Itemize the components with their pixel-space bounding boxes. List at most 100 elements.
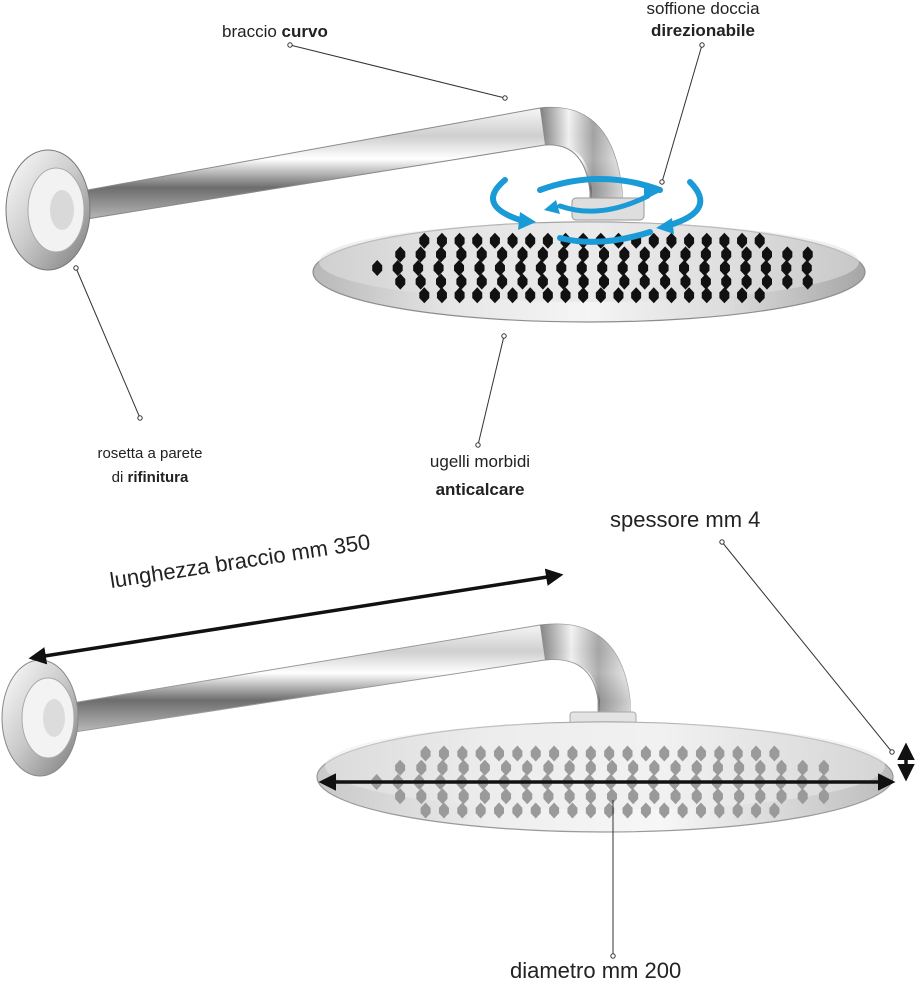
- nozzle: [649, 759, 660, 776]
- nozzle: [457, 745, 468, 762]
- nozzle: [649, 788, 660, 805]
- nozzle: [680, 246, 691, 263]
- bottom-shower-assembly: [1, 623, 894, 833]
- nozzle: [760, 260, 771, 276]
- nozzle: [413, 260, 424, 276]
- top-shower-assembly: [5, 106, 866, 323]
- nozzle: [497, 246, 508, 263]
- nozzle: [604, 745, 615, 762]
- nozzle: [755, 788, 766, 805]
- nozzle: [619, 273, 630, 290]
- double-arrow-icon: [28, 568, 915, 791]
- nozzle: [754, 232, 765, 249]
- top-arm: [59, 106, 623, 223]
- nozzle: [751, 745, 762, 762]
- nozzle: [392, 260, 403, 276]
- nozzle: [622, 745, 633, 762]
- nozzle: [416, 788, 427, 805]
- nozzle: [769, 802, 780, 819]
- nozzle: [456, 246, 467, 263]
- nozzle: [549, 745, 560, 762]
- nozzle: [801, 260, 812, 276]
- nozzle: [640, 745, 651, 762]
- top-leader-lines: [73, 42, 705, 448]
- nozzle: [776, 759, 787, 776]
- nozzle: [754, 287, 765, 304]
- nozzle: [549, 802, 560, 819]
- nozzle: [737, 232, 748, 249]
- nozzle: [691, 788, 702, 805]
- nozzle: [489, 232, 500, 249]
- head-label: soffione doccia direzionabile: [618, 0, 788, 42]
- nozzle: [740, 260, 751, 276]
- nozzle: [433, 260, 444, 276]
- top-nozzle-grid: [372, 232, 813, 304]
- nozzle: [659, 745, 670, 762]
- nozzle: [530, 745, 541, 762]
- nozzle: [420, 745, 431, 762]
- nozzle: [576, 260, 587, 276]
- nozzle: [670, 788, 681, 805]
- nozzle: [585, 745, 596, 762]
- nozzle: [395, 246, 406, 263]
- nozzle: [666, 287, 677, 304]
- rotation-arrows-icon: [490, 176, 704, 245]
- bottom-nozzle-grid: [371, 745, 829, 819]
- nozzle: [660, 273, 671, 290]
- nozzle: [639, 273, 650, 290]
- nozzle: [679, 260, 690, 276]
- head-label-bold: direzionabile: [651, 21, 755, 40]
- nozzle: [494, 260, 505, 276]
- nozzle: [607, 788, 617, 805]
- nozzle: [537, 246, 548, 263]
- nozzle: [438, 745, 449, 762]
- nozzle: [802, 246, 813, 263]
- nozzle: [732, 802, 743, 819]
- nozzle: [585, 759, 596, 776]
- nozzle: [436, 287, 447, 304]
- nozzle: [438, 802, 449, 819]
- nozzle: [436, 273, 447, 290]
- nozzle: [599, 246, 609, 263]
- nozzle: [525, 232, 536, 249]
- nozzle: [734, 788, 745, 805]
- nozzles-label-line1: ugelli morbidi: [429, 452, 531, 471]
- nozzle: [782, 273, 793, 290]
- nozzle: [436, 232, 447, 249]
- nozzle: [732, 745, 743, 762]
- nozzle: [419, 232, 430, 249]
- rosette-label: rosetta a parete di rifinitura: [70, 442, 230, 490]
- nozzle: [585, 788, 596, 805]
- nozzle: [761, 273, 772, 290]
- nozzle: [517, 246, 528, 263]
- head-label-line1: soffione doccia: [646, 0, 760, 18]
- nozzle: [475, 802, 486, 819]
- nozzle: [515, 260, 526, 276]
- nozzle: [437, 759, 448, 776]
- nozzle: [507, 232, 518, 249]
- nozzle: [501, 759, 512, 776]
- nozzle: [543, 788, 554, 805]
- nozzle: [617, 260, 628, 276]
- nozzle: [597, 260, 608, 276]
- nozzle: [607, 759, 617, 776]
- nozzle: [721, 246, 732, 263]
- nozzle: [797, 759, 808, 776]
- nozzle: [454, 287, 465, 304]
- nozzle: [631, 287, 642, 304]
- nozzle: [420, 802, 431, 819]
- nozzle: [564, 759, 575, 776]
- nozzle: [456, 273, 467, 290]
- rosette-label-prefix: di: [111, 469, 128, 486]
- nozzle: [567, 745, 578, 762]
- nozzle: [741, 246, 752, 263]
- nozzle: [755, 759, 766, 776]
- arm-label: braccio curvo: [222, 21, 328, 43]
- nozzle: [660, 246, 671, 263]
- nozzle: [670, 759, 681, 776]
- nozzle: [585, 802, 596, 819]
- nozzles-label: ugelli morbidi anticalcare: [398, 448, 562, 504]
- nozzle: [677, 802, 688, 819]
